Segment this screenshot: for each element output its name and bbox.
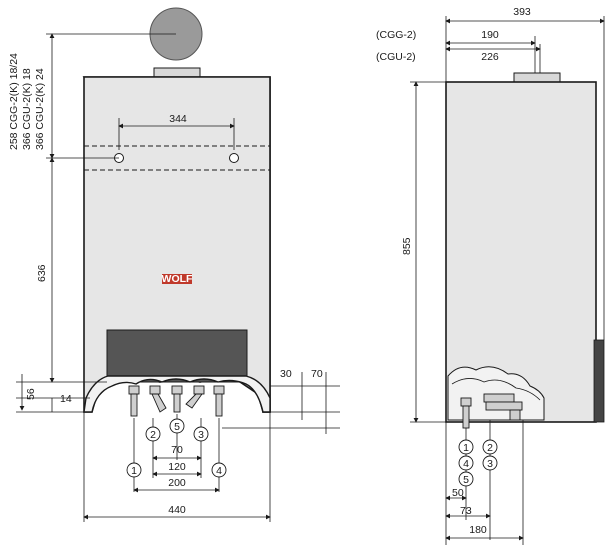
pipe-2-fitting (149, 385, 161, 395)
conn-label-2: 2 (145, 426, 161, 442)
dim-left-label-1: 258 CGG-2(K) 18/24 (8, 53, 20, 150)
control-panel (106, 329, 248, 383)
dim-56-label: 56 (25, 388, 37, 400)
dim-14-label: 14 (60, 393, 72, 405)
front-view: 344 WOLF 2 (8, 7, 340, 522)
bottom-cover-wave (83, 375, 271, 413)
conn-label-1: 1 (126, 462, 142, 478)
front-pipe-connections (128, 385, 225, 417)
dim-855-label: 855 (401, 237, 413, 255)
conn-label-3: 3 (193, 426, 209, 442)
svg-text:2: 2 (150, 429, 156, 441)
dim-cgg-label: (CGG-2) (376, 29, 416, 41)
svg-text:4: 4 (463, 458, 469, 470)
dim-cgu-label: (CGU-2) (376, 51, 416, 63)
pipe-4 (215, 393, 223, 417)
pipe-1 (130, 393, 138, 417)
side-conn-label-3: 3 (482, 455, 498, 471)
side-conn-label-2: 2 (482, 439, 498, 455)
side-conn-label-1: 1 (458, 439, 474, 455)
dim-393-label: 393 (513, 6, 531, 18)
dim-180-label: 180 (469, 524, 487, 536)
wolf-logo: WOLF (162, 273, 193, 285)
mounting-hole-right (229, 153, 239, 163)
dim-226-label: 226 (481, 51, 499, 63)
dim-190-label: 190 (481, 29, 499, 41)
dim-left-label-3: 366 CGU-2(K) 24 (34, 68, 46, 150)
svg-text:WOLF: WOLF (162, 273, 193, 285)
side-conn-label-4: 4 (458, 455, 474, 471)
pipe-5-fitting (171, 385, 183, 395)
side-bottom-wave-inner (451, 378, 541, 401)
side-view: 393 (CGG-2) 190 (CGU-2) 226 855 1 4 5 (376, 6, 605, 545)
pipe-3 (185, 393, 203, 409)
dim-73-label: 73 (460, 505, 472, 517)
pipe-1-fitting (128, 385, 140, 395)
dim-left-label-2: 366 CGU-2(K) 18 (21, 68, 33, 150)
side-back-strip (593, 339, 605, 423)
dim-120-label: 120 (168, 461, 186, 473)
dim-30-label: 30 (280, 368, 292, 380)
dim-70-label: 70 (171, 444, 183, 456)
side-pipe-connections (460, 393, 523, 429)
pipe-3-fitting (193, 385, 205, 395)
dim-344-label: 344 (169, 113, 187, 125)
svg-text:1: 1 (463, 442, 469, 454)
svg-text:3: 3 (198, 429, 204, 441)
dim-440-label: 440 (168, 504, 186, 516)
side-boiler-body (445, 81, 597, 423)
pipe-2 (151, 393, 167, 413)
svg-text:2: 2 (487, 442, 493, 454)
svg-text:5: 5 (174, 421, 180, 433)
svg-text:3: 3 (487, 458, 493, 470)
dim-200-label: 200 (168, 477, 186, 489)
dim-636-label: 636 (36, 264, 48, 282)
conn-label-5: 5 (169, 418, 185, 434)
dim-70r-label: 70 (311, 368, 323, 380)
side-conn-label-5: 5 (458, 471, 474, 487)
svg-text:4: 4 (216, 465, 222, 477)
svg-text:5: 5 (463, 474, 469, 486)
conn-label-4: 4 (211, 462, 227, 478)
svg-text:1: 1 (131, 465, 137, 477)
dim-50-label: 50 (452, 487, 464, 499)
pipe-4-fitting (213, 385, 225, 395)
pipe-5 (173, 393, 181, 413)
